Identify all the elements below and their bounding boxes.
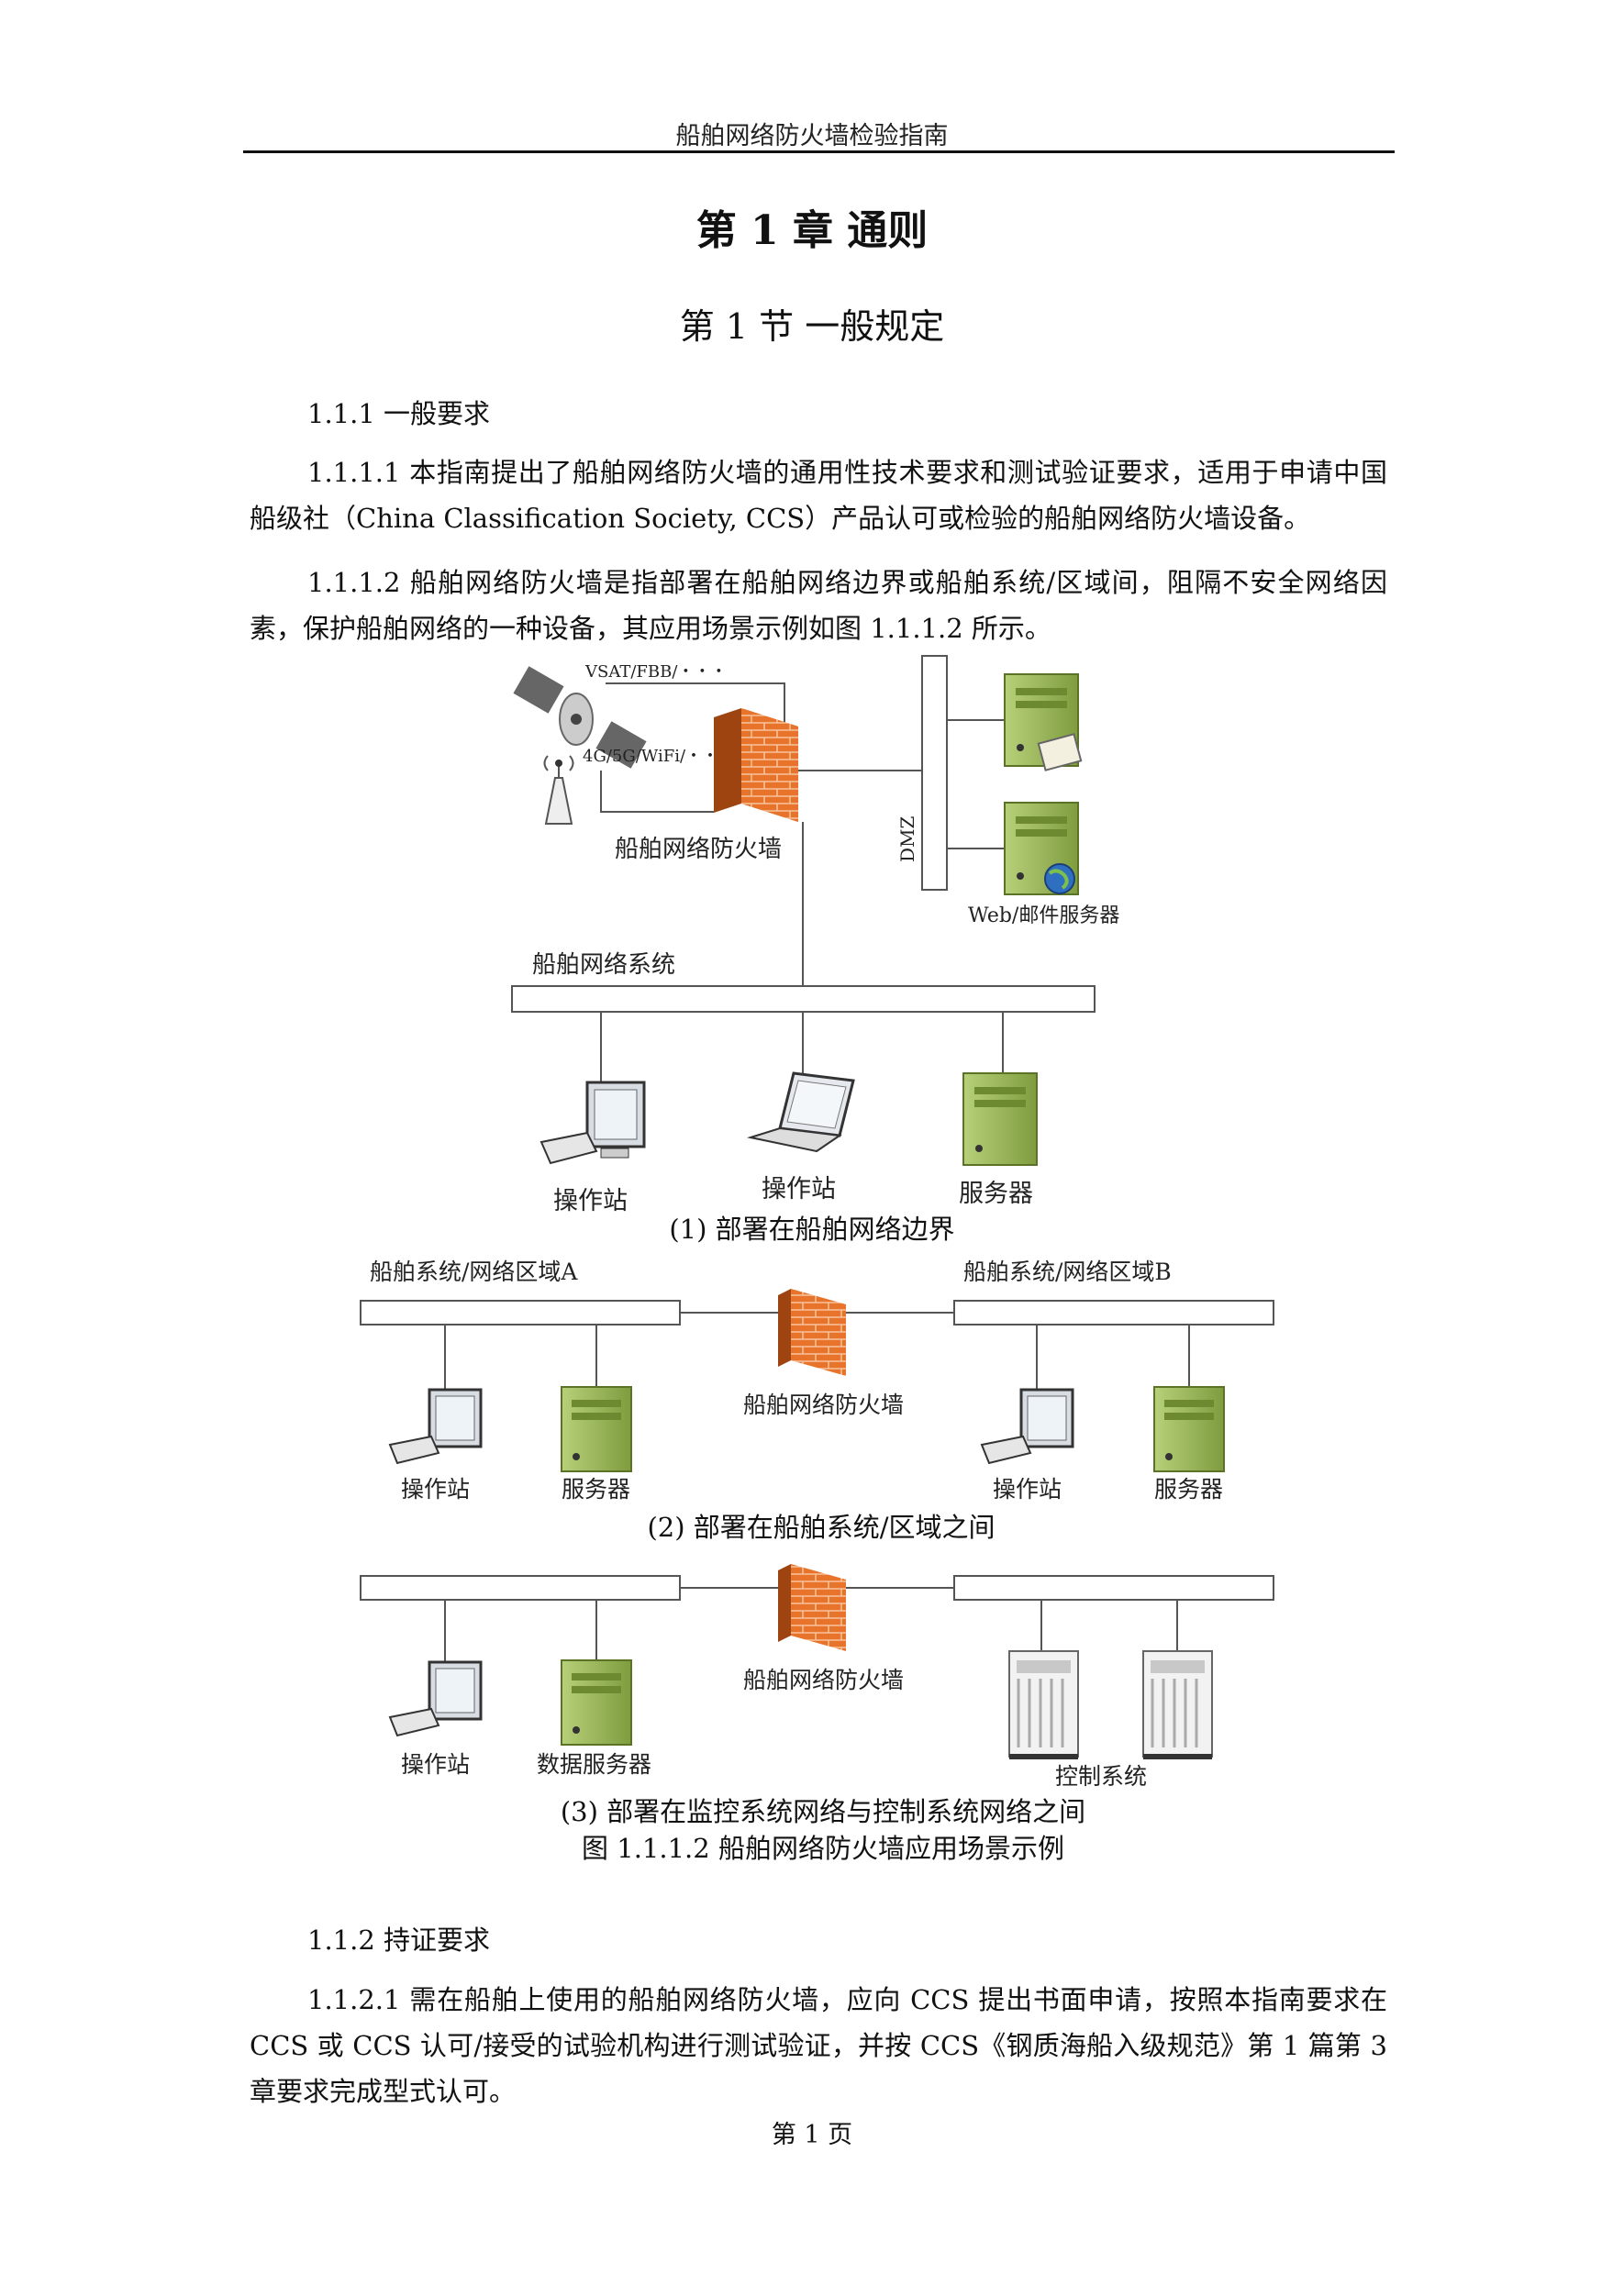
workstation-icon: [388, 1660, 483, 1737]
database-server-icon: [561, 1659, 632, 1746]
firewall-label: 船舶网络防火墙: [615, 836, 782, 863]
figure-caption: 图 1.1.1.2 船舶网络防火墙应用场景示例: [582, 1833, 1064, 1864]
firewall-label: 船舶网络防火墙: [743, 1667, 904, 1693]
node3-label: 服务器: [959, 1180, 1033, 1208]
diagram3-caption: (3) 部署在监控系统网络与控制系统网络之间: [561, 1796, 1085, 1827]
figure-deployment-scenarios: VSAT/FBB/・・・ 4G/5G/WiFi/・・・ 船舶网络防火墙 DMZ: [360, 655, 1274, 1864]
page-number: 第 1 页: [771, 2121, 853, 2149]
running-header: 船舶网络防火墙检验指南: [675, 122, 949, 150]
dmz-label: DMZ: [896, 815, 918, 862]
b-node1-label: 操作站: [993, 1476, 1062, 1503]
control-bus: [953, 1575, 1274, 1601]
paragraph-1-1-1-2: 1.1.1.2 船舶网络防火墙是指部署在船舶网络边界或船舶系统/区域间，阻隔不安…: [250, 560, 1387, 651]
diagram-network-boundary: VSAT/FBB/・・・ 4G/5G/WiFi/・・・ 船舶网络防火墙 DMZ: [511, 655, 1119, 1245]
laptop-icon: [747, 1071, 855, 1153]
paragraph-1-1-2-1: 1.1.2.1 需在船舶上使用的船舶网络防火墙，应向 CCS 提出书面申请，按照…: [250, 1977, 1387, 2114]
b-node2-label: 服务器: [1154, 1476, 1223, 1503]
diagram-between-zones: 船舶系统/网络区域A 船舶系统/网络区域B 船舶网络防火墙 操作站 服务器: [360, 1259, 1274, 1543]
node1-label: 操作站: [401, 1751, 470, 1778]
header-rule: [243, 150, 1395, 153]
node2-label: 操作站: [762, 1175, 836, 1203]
workstation-icon: [388, 1388, 483, 1465]
chapter-title: 第 1 章 通则: [695, 207, 929, 254]
firewall-icon: [778, 1564, 846, 1651]
server-icon: [962, 1072, 1038, 1166]
control-label: 控制系统: [1055, 1763, 1147, 1790]
antenna-icon: [543, 755, 574, 825]
firewall-icon: [778, 1289, 846, 1376]
section-title: 第 1 节 一般规定: [679, 306, 945, 347]
workstation-icon: [539, 1081, 646, 1165]
monitor-bus: [360, 1575, 681, 1601]
satellite-label: VSAT/FBB/・・・: [584, 662, 727, 682]
diagram1-caption: (1) 部署在船舶网络边界: [669, 1214, 954, 1245]
heading-1-1-2: 1.1.2 持证要求: [307, 1924, 491, 1956]
zone-b-label: 船舶系统/网络区域B: [963, 1259, 1172, 1285]
node1-label: 操作站: [553, 1187, 628, 1215]
mobile-label: 4G/5G/WiFi/・・・: [583, 747, 735, 766]
diagram-monitor-control: 船舶网络防火墙 操作站 数据服务器: [360, 1564, 1274, 1827]
control-cabinet-icon: [1008, 1650, 1079, 1759]
zone-a-bus: [360, 1300, 681, 1325]
web-server-icon: [1004, 802, 1079, 895]
dmz-bus: [921, 655, 948, 891]
a-node2-label: 服务器: [562, 1476, 630, 1503]
paragraph-text: 1.1.2.1 需在船舶上使用的船舶网络防火墙，应向 CCS 提出书面申请，按照…: [250, 1984, 1387, 2107]
web-server-label: Web/邮件服务器: [968, 904, 1119, 927]
zone-a-label: 船舶系统/网络区域A: [370, 1259, 578, 1285]
workstation-icon: [980, 1388, 1074, 1465]
diagram2-caption: (2) 部署在船舶系统/区域之间: [647, 1512, 995, 1543]
paragraph-1-1-1-1: 1.1.1.1 本指南提出了船舶网络防火墙的通用性技术要求和测试验证要求，适用于…: [250, 449, 1387, 541]
control-cabinet-icon: [1142, 1650, 1213, 1759]
network-bus: [511, 985, 1096, 1013]
paragraph-text: 1.1.1.2 船舶网络防火墙是指部署在船舶网络边界或船舶系统/区域间，阻隔不安…: [250, 567, 1387, 644]
server-icon: [561, 1386, 632, 1472]
server-icon: [1153, 1386, 1225, 1472]
zone-b-bus: [953, 1300, 1274, 1325]
a-node1-label: 操作站: [401, 1476, 470, 1503]
satellite-icon: [513, 666, 647, 769]
network-label: 船舶网络系统: [532, 951, 675, 979]
firewall-icon: [714, 708, 798, 822]
heading-1-1-1: 1.1.1 一般要求: [307, 398, 491, 429]
server-icon: [1004, 673, 1083, 771]
firewall-label: 船舶网络防火墙: [743, 1392, 904, 1418]
paragraph-text: 1.1.1.1 本指南提出了船舶网络防火墙的通用性技术要求和测试验证要求，适用于…: [250, 457, 1387, 534]
node2-label: 数据服务器: [537, 1751, 651, 1778]
